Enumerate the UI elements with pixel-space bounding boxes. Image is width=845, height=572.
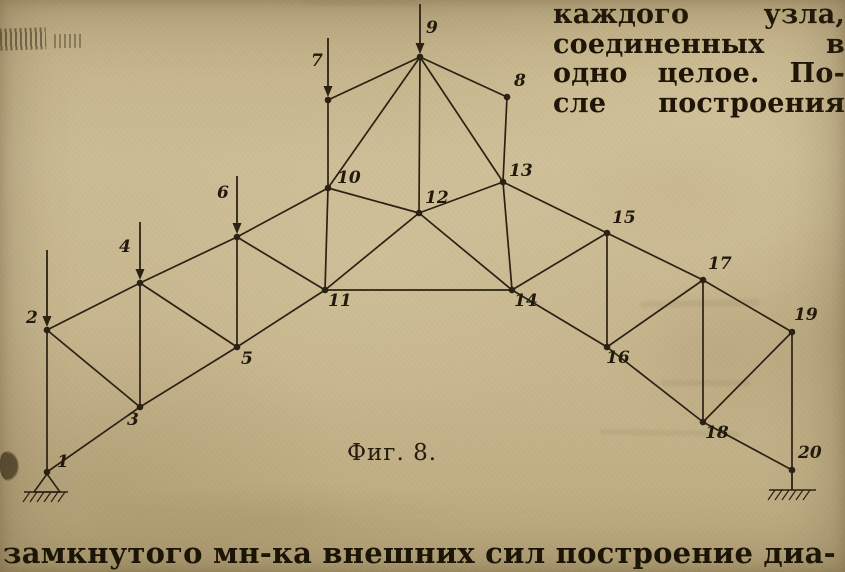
node-label: 7 xyxy=(311,51,323,71)
truss-member xyxy=(139,236,238,284)
truss-member xyxy=(702,421,793,471)
node-label: 19 xyxy=(794,305,818,325)
truss-node xyxy=(508,286,516,294)
node-label: 20 xyxy=(797,443,822,463)
ground-hatch-stroke xyxy=(774,489,783,501)
ground-hatch-stroke xyxy=(43,491,52,503)
truss-member xyxy=(606,346,704,423)
text-line: сле построения xyxy=(553,87,845,119)
node-label: 18 xyxy=(705,423,729,443)
truss-node xyxy=(324,96,332,104)
truss-member xyxy=(419,56,508,98)
truss-node xyxy=(136,403,144,411)
truss-member xyxy=(236,289,326,348)
ground-hatch-stroke xyxy=(29,491,38,503)
node-label: 15 xyxy=(612,208,636,228)
truss-member xyxy=(418,181,504,214)
node-label: 17 xyxy=(708,254,732,274)
truss-member xyxy=(606,279,704,348)
truss-node xyxy=(699,418,707,426)
truss-node xyxy=(233,343,241,351)
ground-hatch-stroke xyxy=(36,491,45,503)
truss-member xyxy=(419,56,504,183)
ground-hatch-stroke xyxy=(781,489,790,501)
truss-node xyxy=(321,286,329,294)
truss-node xyxy=(503,93,511,101)
load-arrow-head xyxy=(232,223,242,234)
truss-node xyxy=(603,343,611,351)
truss-member xyxy=(324,187,329,291)
truss-member xyxy=(511,289,608,348)
truss-node xyxy=(324,184,332,192)
truss-member xyxy=(236,187,329,238)
truss-node xyxy=(699,276,707,284)
truss-member xyxy=(139,282,238,348)
load-arrow-head xyxy=(415,43,425,54)
ground-hatch-stroke xyxy=(767,489,776,501)
truss-member xyxy=(139,346,238,408)
truss-node xyxy=(788,466,796,474)
text-line: соединенных в xyxy=(553,28,845,60)
ground-hatch-stroke xyxy=(57,491,66,503)
truss-member xyxy=(702,279,793,333)
support-pin-triangle xyxy=(32,472,62,493)
truss-member xyxy=(502,181,608,234)
node-label: 16 xyxy=(606,348,630,368)
node-label: 3 xyxy=(127,410,139,430)
figure-caption: Фиг. 8. xyxy=(346,440,438,466)
truss-member xyxy=(46,282,141,331)
truss-member xyxy=(702,331,793,423)
ground-hatch-stroke xyxy=(788,489,797,501)
ground-hatch-stroke xyxy=(22,491,31,503)
node-label: 1 xyxy=(57,452,69,472)
truss-member xyxy=(511,232,608,291)
node-label: 5 xyxy=(241,349,253,369)
truss-member xyxy=(418,212,513,291)
truss-member xyxy=(327,56,421,189)
text-line: одно целое. По- xyxy=(553,58,845,89)
truss-member xyxy=(46,329,141,408)
truss-node xyxy=(43,326,51,334)
truss-member xyxy=(327,187,420,214)
truss-node xyxy=(43,468,51,476)
load-arrow-head xyxy=(135,269,145,280)
truss-member xyxy=(324,212,420,291)
node-label: 12 xyxy=(425,188,449,208)
truss-member xyxy=(46,406,141,473)
truss-node xyxy=(603,229,611,237)
node-label: 11 xyxy=(328,291,352,311)
node-label: 13 xyxy=(509,161,533,181)
node-label: 9 xyxy=(426,18,438,38)
node-label: 10 xyxy=(337,168,361,188)
load-arrow-head xyxy=(323,86,333,97)
ground-hatch-stroke xyxy=(795,489,804,501)
bottom-text-line: замкнутого мн-ка внешних сил построение … xyxy=(3,536,836,570)
node-label: 4 xyxy=(119,237,131,257)
ground-hatch-stroke xyxy=(50,491,59,503)
ground-hatch-stroke xyxy=(802,489,811,501)
node-label: 6 xyxy=(217,183,229,203)
load-arrow-head xyxy=(42,316,52,327)
node-label: 8 xyxy=(513,71,526,91)
text-line: каждого узла, xyxy=(553,0,845,30)
truss-member xyxy=(502,96,508,183)
truss-node xyxy=(136,279,144,287)
node-label: 2 xyxy=(25,308,38,328)
truss-member xyxy=(236,236,326,291)
truss-member xyxy=(606,232,704,281)
top-right-paragraph: каждого узла, соединенных в одно целое. … xyxy=(553,0,845,118)
truss-node xyxy=(233,233,241,241)
truss-member xyxy=(502,181,513,291)
truss-member xyxy=(418,56,421,214)
truss-node xyxy=(788,328,796,336)
truss-node xyxy=(499,178,507,186)
truss-node xyxy=(416,53,424,61)
truss-member xyxy=(327,56,421,101)
node-label: 14 xyxy=(514,291,538,311)
truss-node xyxy=(415,209,423,217)
